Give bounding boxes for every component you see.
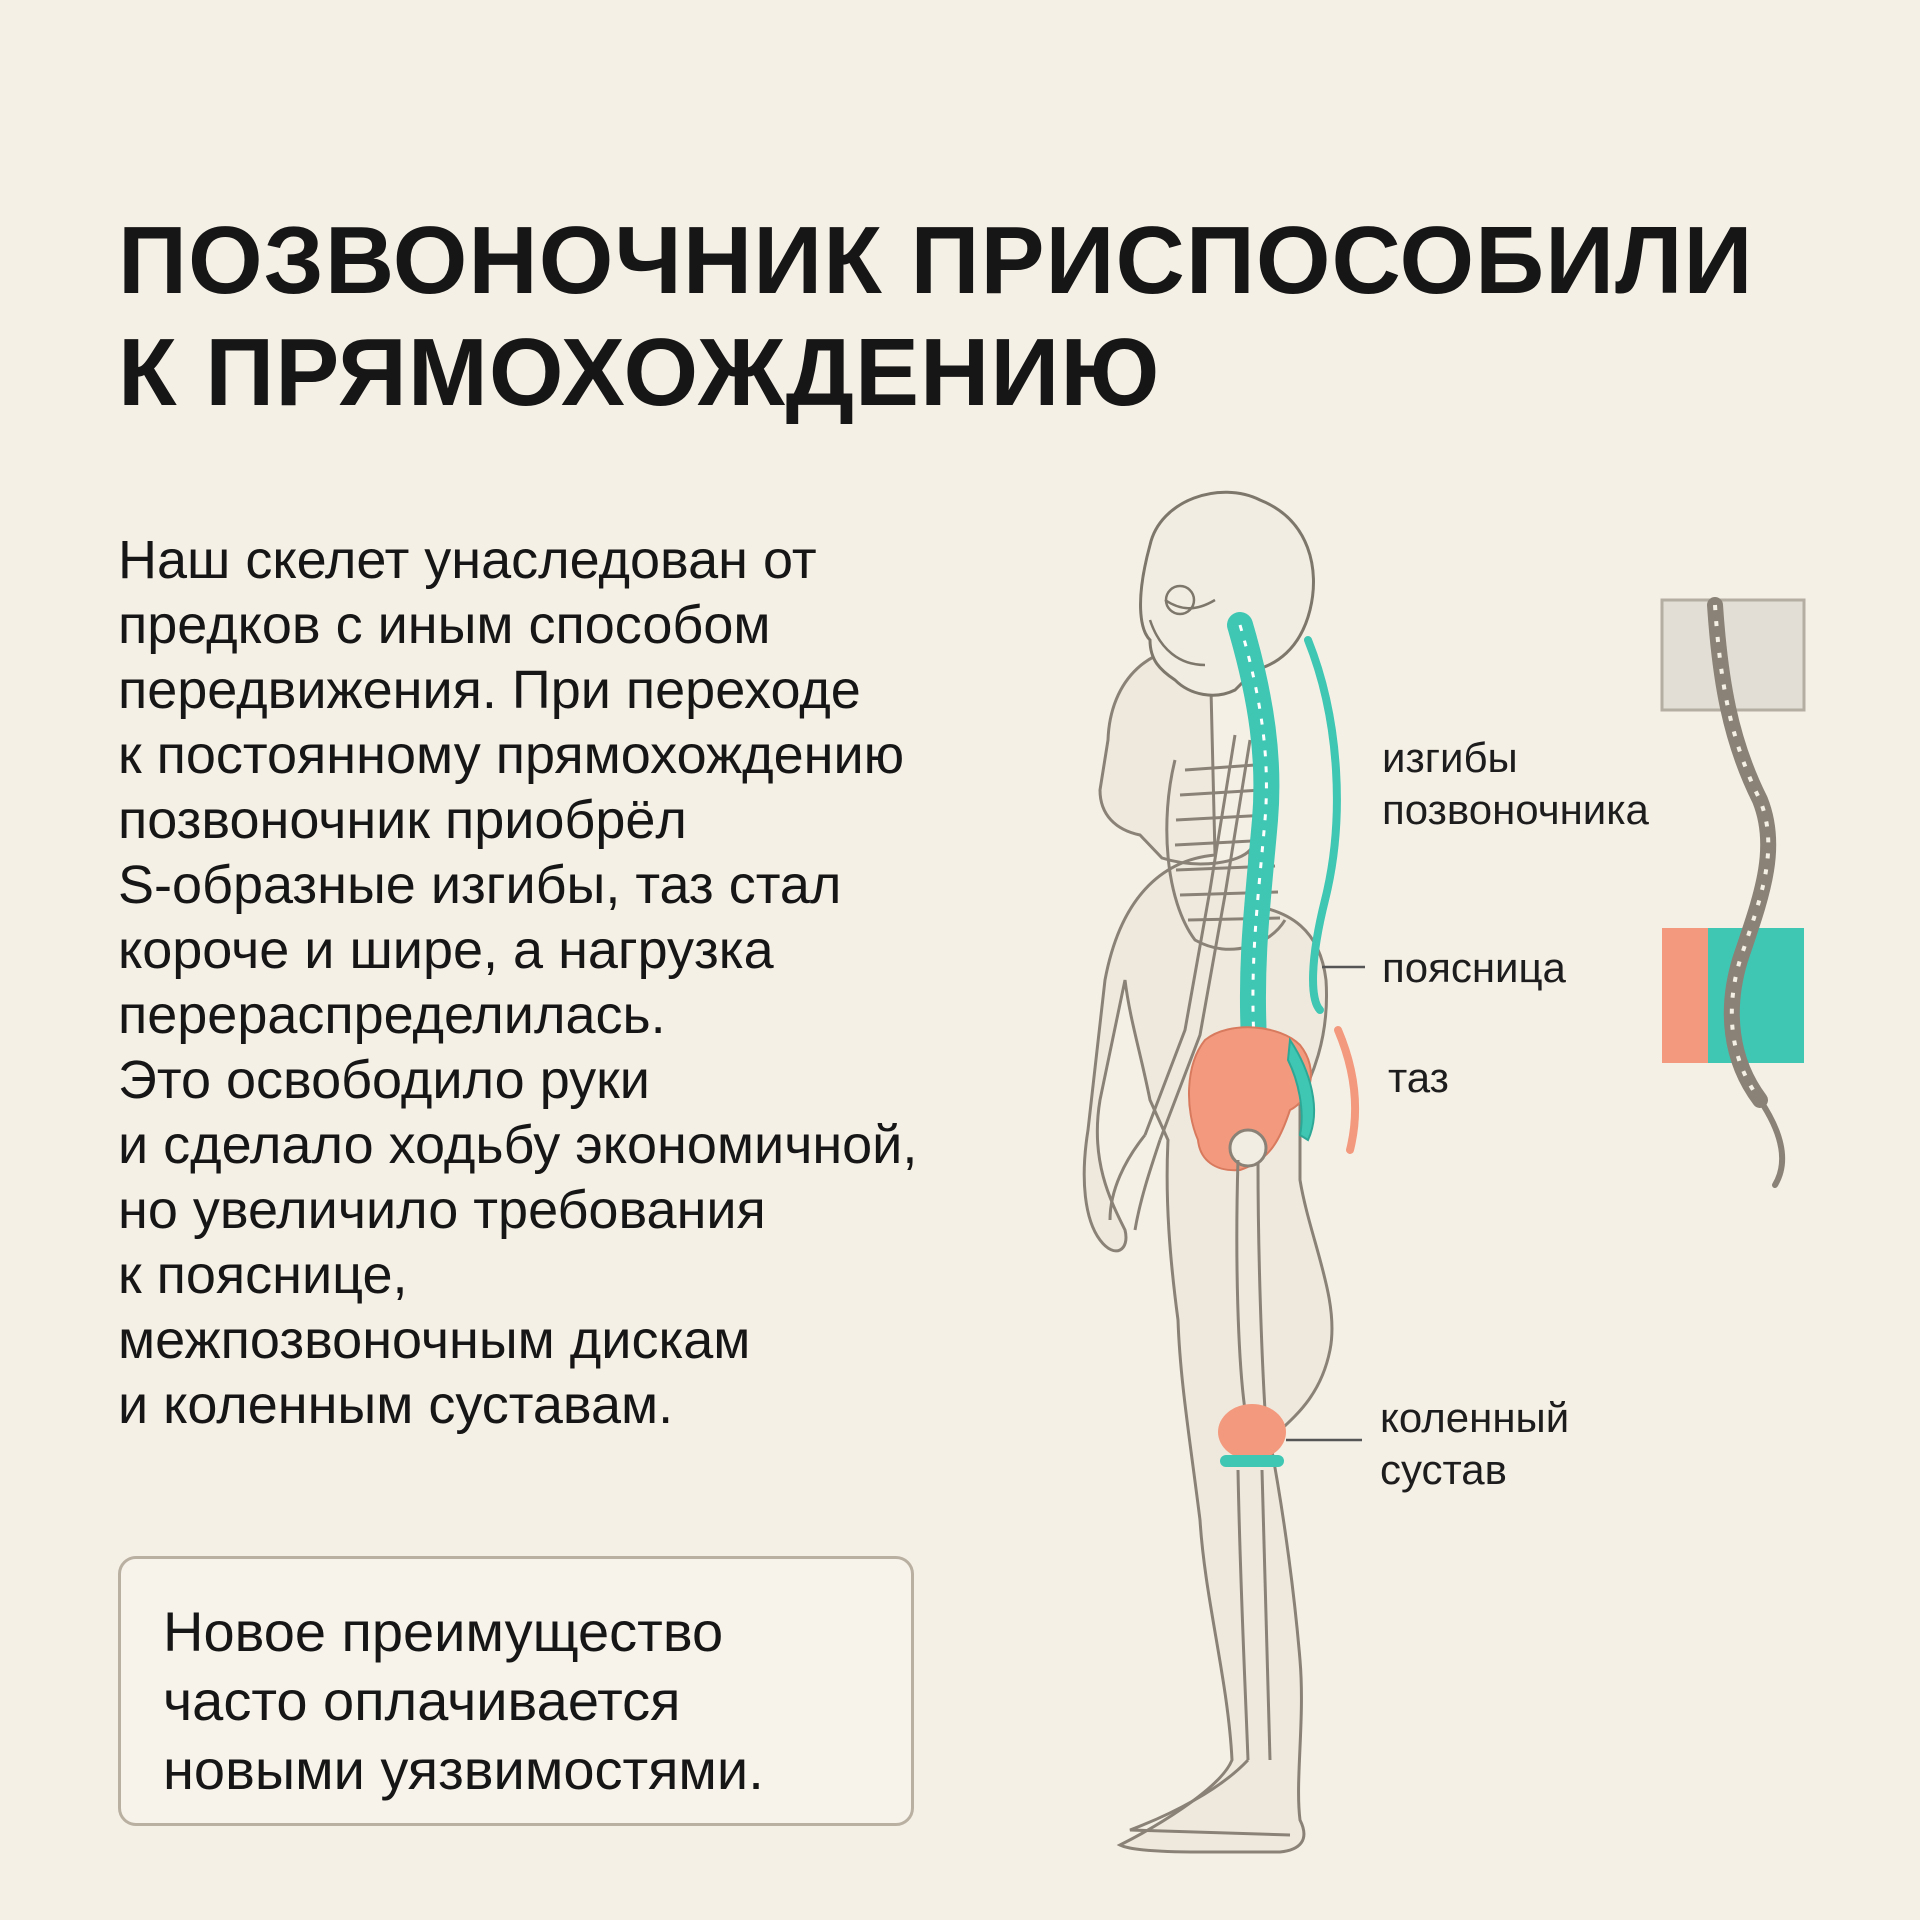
knee-joint <box>1218 1404 1286 1467</box>
inset-coccyx <box>1757 1097 1786 1188</box>
label-spine-curves-line2: позвоночника <box>1382 786 1650 833</box>
body-line: но увеличило требования <box>118 1180 766 1240</box>
human-skeleton-side-view-icon <box>1082 490 1334 1854</box>
body-line: и сделало ходьбу экономичной, <box>118 1115 918 1175</box>
note-line: Новое преимущество <box>163 1600 724 1663</box>
body-line: короче и шире, а нагрузка <box>118 920 774 980</box>
body-paragraph: Наш скелет унаследован от предков с иным… <box>118 528 1078 1438</box>
body-line: Это освободило руки <box>118 1050 650 1110</box>
takeaway-note-box: Новое преимущество часто оплачивается но… <box>118 1556 914 1826</box>
title-line-2: К ПРЯМОХОЖДЕНИЮ <box>118 319 1161 426</box>
body-line: к постоянному прямохождению <box>118 725 905 785</box>
leg-bones <box>1129 1128 1291 1837</box>
skull <box>1139 490 1315 697</box>
body-line: позвоночник приобрёл <box>118 790 687 850</box>
body-line: предков с иным способом <box>118 595 771 655</box>
title-line-1: ПОЗВОНОЧНИК ПРИСПОСОБИЛИ <box>118 207 1754 314</box>
eye-socket <box>1164 584 1196 616</box>
body-line: к пояснице, <box>118 1245 408 1305</box>
body-line: передвижения. При переходе <box>118 660 861 720</box>
pelvis-bone <box>1187 1026 1312 1172</box>
body-line: Наш скелет унаследован от <box>118 530 817 590</box>
jaw <box>1148 598 1216 667</box>
spine-vertebrae <box>1227 612 1280 1053</box>
inset-lumbar-band-coral <box>1662 928 1708 1063</box>
page-title: ПОЗВОНОЧНИК ПРИСПОСОБИЛИ К ПРЯМОХОЖДЕНИЮ <box>118 205 1838 429</box>
sacrum <box>1286 1037 1316 1142</box>
arm-bones <box>1108 734 1252 1231</box>
spine-curve-indicator <box>1304 636 1341 1014</box>
label-knee-line2: сустав <box>1380 1446 1507 1493</box>
body-silhouette <box>1082 645 1334 1854</box>
body-line: перераспределилась. <box>118 985 666 1045</box>
pelvis-curve-indicator <box>1334 1026 1360 1154</box>
inset-spine-vertebrae <box>1713 604 1771 1102</box>
note-line: часто оплачивается <box>163 1669 681 1732</box>
label-lumbar: поясница <box>1382 944 1567 991</box>
body-line: межпозвоночным дискам <box>118 1310 751 1370</box>
label-knee-line1: коленный <box>1380 1394 1569 1441</box>
body-line: и коленным суставам. <box>118 1375 674 1435</box>
spine-detail-icon <box>1660 597 1806 1188</box>
label-pelvis: таз <box>1388 1054 1449 1101</box>
body-line: S-образные изгибы, таз стал <box>118 855 842 915</box>
label-spine-curves-line1: изгибы <box>1382 734 1518 781</box>
inset-lumbar-band-teal <box>1708 928 1804 1063</box>
note-line: новыми уязвимостями. <box>163 1738 764 1801</box>
